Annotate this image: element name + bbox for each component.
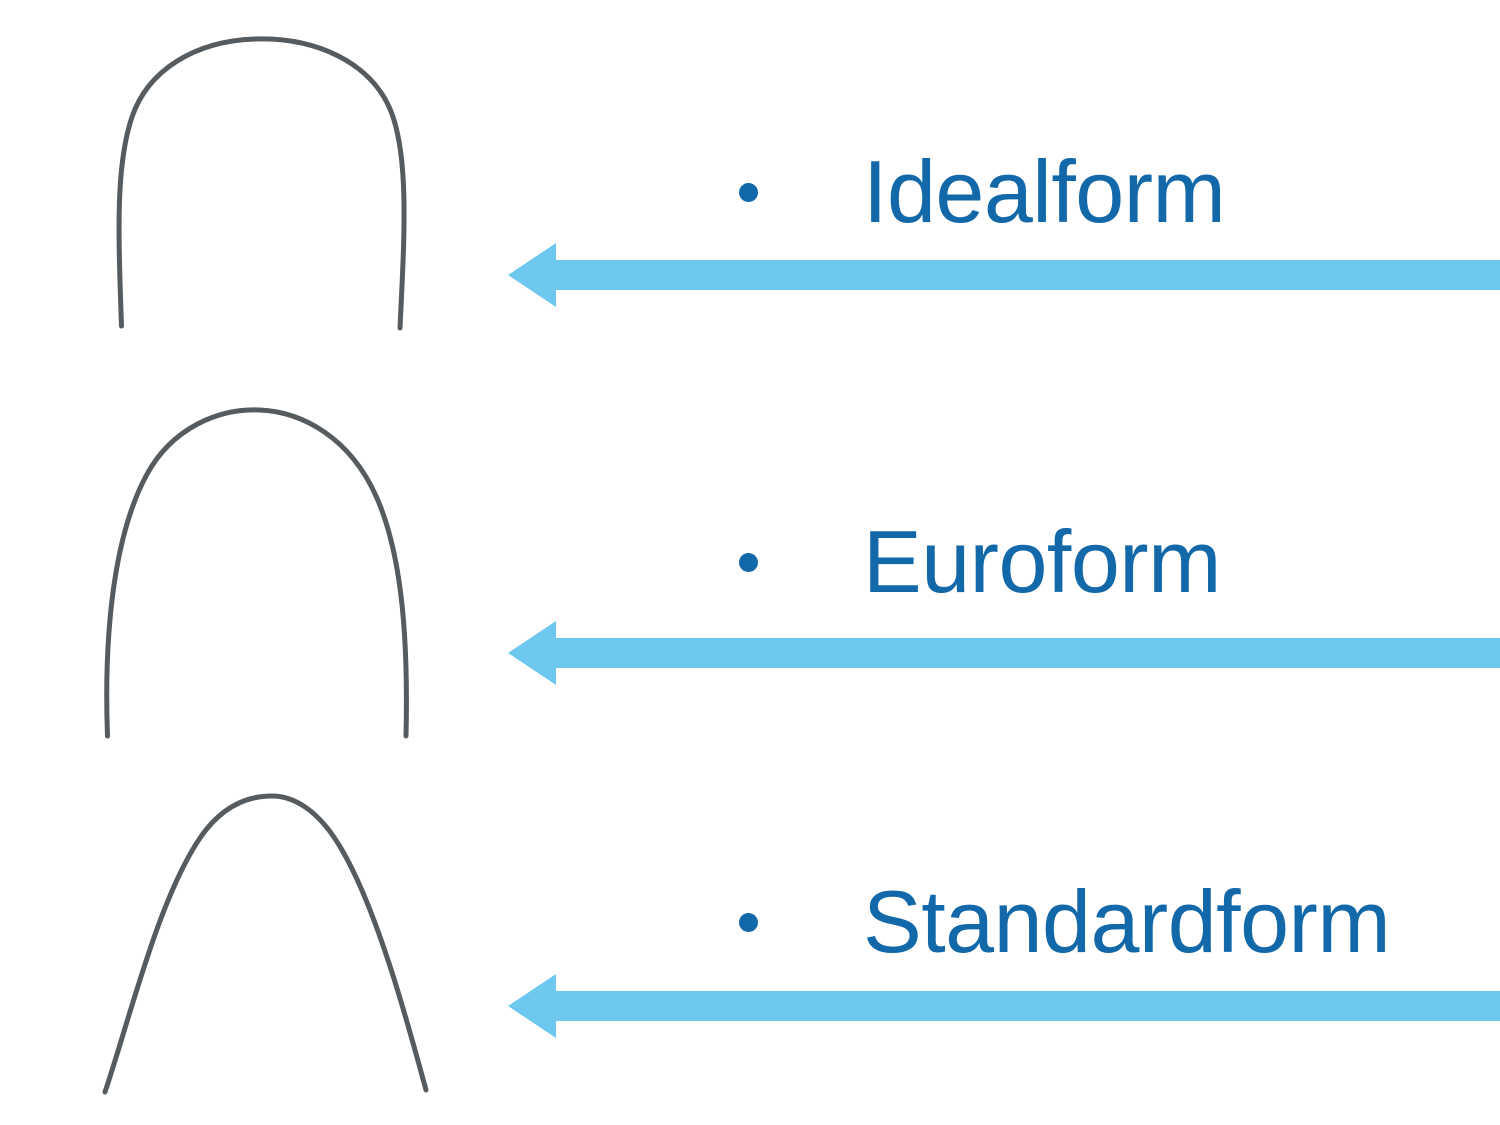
label-euroform: Euroform (863, 512, 1221, 611)
list-item-idealform: Idealform (739, 142, 1226, 241)
archwire-standardform (60, 782, 480, 1112)
archwire-idealform (60, 14, 480, 344)
label-idealform: Idealform (863, 142, 1226, 241)
arrow-standardform (508, 974, 1500, 1038)
bullet-icon (739, 182, 758, 202)
archwire-euroform (60, 392, 480, 742)
label-standardform: Standardform (863, 872, 1391, 971)
arrow-euroform (508, 621, 1500, 685)
list-item-standardform: Standardform (739, 872, 1391, 971)
bullet-icon (739, 552, 758, 572)
list-item-euroform: Euroform (739, 518, 1221, 606)
arrow-idealform (508, 243, 1500, 307)
bullet-icon (739, 912, 758, 932)
